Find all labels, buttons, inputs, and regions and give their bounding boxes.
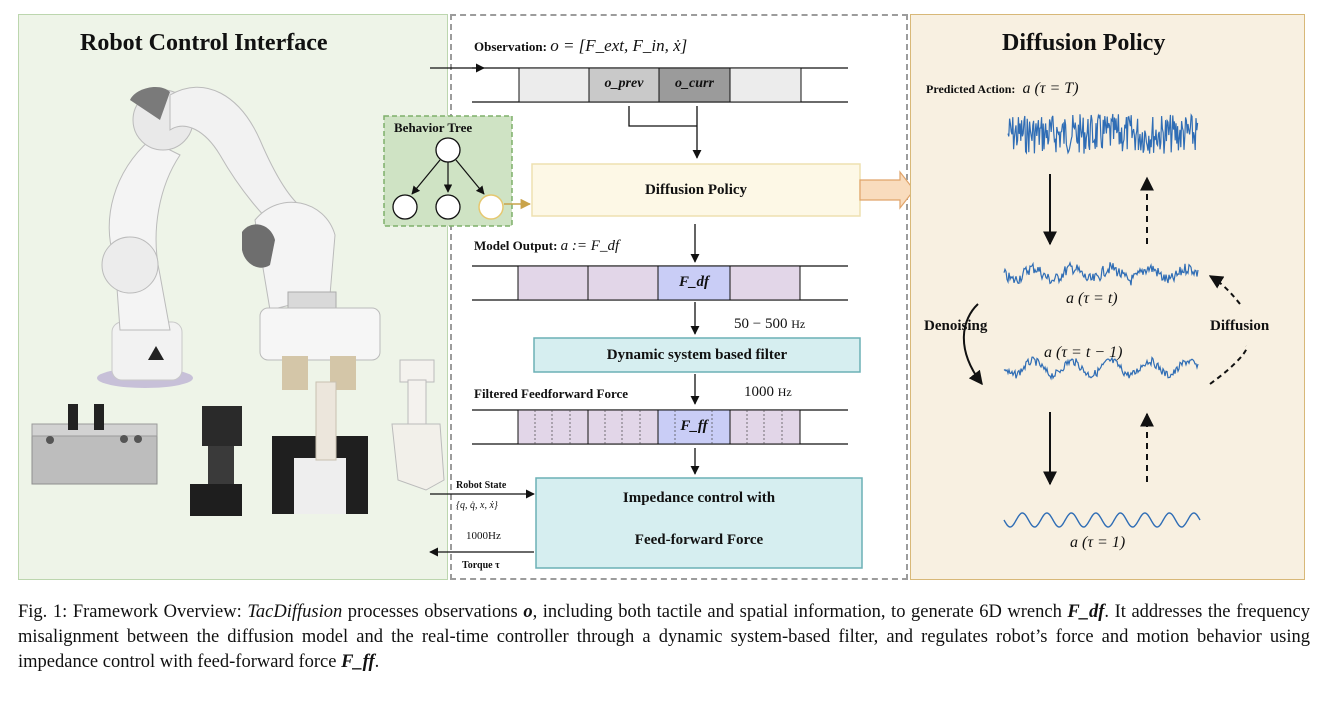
impedance-box	[535, 477, 863, 569]
caption-text2: , including both tactile and spatial inf…	[532, 602, 1062, 622]
filtered-label: Filtered Feedforward Force	[474, 386, 629, 401]
model-output-formula: a := F_df	[560, 238, 620, 254]
observation-buffer	[472, 67, 848, 103]
action-t-minus-1-label: a (τ = t − 1)	[1044, 344, 1123, 361]
diffusion-label: Diffusion	[1210, 318, 1270, 334]
caption-end: .	[374, 652, 380, 672]
robot-arm-illustration	[31, 86, 445, 516]
filtered-force-buffer	[472, 409, 848, 445]
impedance-line1: Impedance control with	[622, 490, 776, 506]
denoising-curve	[962, 303, 983, 386]
state-frequency: 1000Hz	[466, 530, 501, 542]
caption-lead: Fig. 1: Framework Overview:	[18, 602, 242, 622]
action-t-label: a (τ = t)	[1066, 290, 1118, 307]
figure-caption: Fig. 1: Framework Overview: TacDiffusion…	[18, 600, 1310, 675]
predicted-action-label: Predicted Action: a (τ = T)	[926, 80, 1079, 97]
to-diffusion-arrow	[859, 170, 915, 210]
observation-formula: o = [F_ext, F_in, ẋ]	[550, 36, 688, 55]
filter-label: Dynamic system based filter	[606, 346, 788, 363]
diffusion-curve-lower	[1209, 345, 1248, 385]
signal-clean	[1003, 512, 1201, 528]
freq-1000: 1000 Hz	[744, 384, 792, 400]
model-output-label: Model Output: a := F_df	[474, 238, 620, 254]
diffusion-policy-panel	[910, 14, 1305, 580]
diffusion-policy-label: Diffusion Policy	[644, 181, 748, 198]
impedance-line2: Feed-forward Force	[634, 532, 764, 548]
caption-sym-fdf: F_df	[1067, 602, 1105, 622]
signal-t	[1003, 260, 1199, 286]
caption-method: TacDiffusion	[247, 602, 343, 622]
diffusion-panel-title: Diffusion Policy	[1002, 30, 1166, 56]
caption-text1: processes observations	[347, 602, 518, 622]
caption-sym-o: o	[523, 602, 533, 622]
robot-panel-title: Robot Control Interface	[80, 30, 328, 56]
observation-label: Observation: o = [F_ext, F_in, ẋ]	[474, 36, 688, 55]
model-output-buffer	[472, 265, 848, 301]
behavior-tree-graph	[392, 137, 504, 220]
f-df-cell: F_df	[679, 274, 709, 290]
robot-state-label: Robot State	[456, 480, 507, 491]
filter-box	[533, 337, 861, 373]
predicted-formula: a (τ = T)	[1022, 80, 1079, 97]
denoising-label: Denoising	[924, 318, 988, 334]
behavior-tree-label: Behavior Tree	[394, 120, 473, 135]
caption-text3: . It addresses the frequency misalignmen…	[18, 602, 1311, 672]
obs-curr-cell: o_curr	[675, 76, 714, 91]
f-ff-cell: F_ff	[680, 418, 708, 434]
caption-sym-fff: F_ff	[341, 652, 375, 672]
freq-range: 50 − 500 Hz	[734, 316, 806, 332]
diffusion-policy-box	[531, 163, 861, 217]
diffusion-curve-upper	[1208, 275, 1241, 305]
signal-noisy	[1007, 113, 1199, 155]
obs-prev-cell: o_prev	[604, 76, 644, 91]
signal-t-minus-1	[1003, 356, 1199, 381]
action-1-label: a (τ = 1)	[1070, 534, 1126, 551]
torque-label: Torque τ	[462, 560, 500, 571]
diffusion-graphics	[962, 113, 1248, 528]
robot-state-vars: {q, q̇, x, ẋ}	[456, 500, 498, 511]
